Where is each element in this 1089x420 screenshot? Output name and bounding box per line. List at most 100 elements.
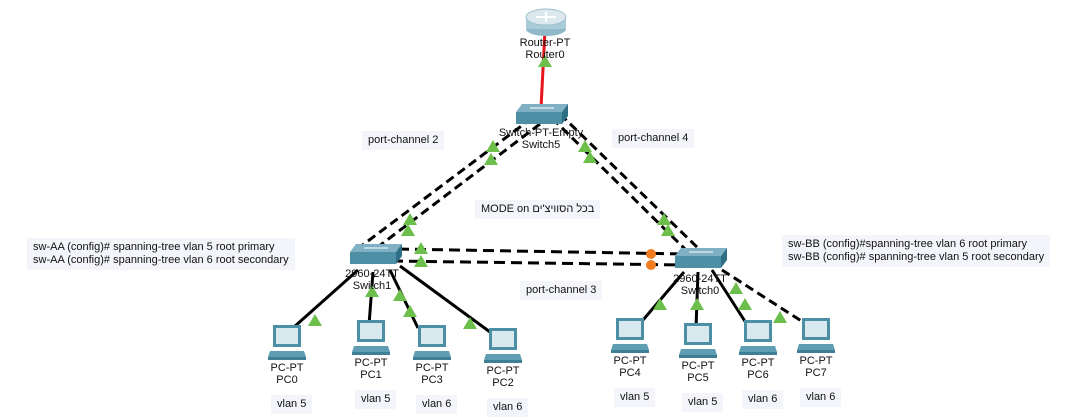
link-blocked-marker bbox=[646, 249, 656, 259]
link-switch0-pc7[interactable] bbox=[721, 268, 807, 326]
pc-icon[interactable] bbox=[797, 318, 837, 359]
pc-icon[interactable] bbox=[679, 323, 719, 364]
link-up-marker bbox=[393, 289, 407, 301]
pc-name: PC7 bbox=[805, 367, 827, 379]
switch0-name: Switch0 bbox=[680, 285, 720, 297]
pc-model: PC-PT bbox=[415, 362, 449, 374]
link-up-marker bbox=[773, 311, 787, 323]
switch1-icon[interactable] bbox=[350, 244, 402, 271]
pc-name: PC1 bbox=[360, 369, 382, 381]
switch1-model: 2960-24TT bbox=[345, 268, 399, 280]
link-switch1-switch0-a[interactable] bbox=[397, 247, 687, 256]
pc-name: PC3 bbox=[421, 374, 443, 386]
router-name: Router0 bbox=[525, 49, 565, 61]
pc-icon[interactable] bbox=[739, 320, 779, 361]
switch0-icon[interactable] bbox=[675, 248, 727, 275]
pc-model: PC-PT bbox=[354, 357, 388, 369]
pc-model: PC-PT bbox=[681, 360, 715, 372]
vlan-label: vlan 5 bbox=[614, 388, 656, 407]
link-up-marker bbox=[578, 140, 592, 152]
note-sw-aa-config: sw-AA (config)# spanning-tree vlan 5 roo… bbox=[27, 238, 295, 270]
link-up-marker bbox=[401, 224, 415, 236]
link-up-marker bbox=[403, 305, 417, 317]
link-up-marker bbox=[403, 213, 417, 225]
link-switch1-pc0[interactable] bbox=[284, 268, 359, 337]
note-mode-on: MODE on בכל הסוויצ'ים bbox=[475, 200, 601, 219]
link-router-switch5[interactable] bbox=[539, 29, 547, 109]
pc-model: PC-PT bbox=[486, 365, 520, 377]
link-switch1-pc1[interactable] bbox=[367, 271, 375, 326]
sw-aa-line-1: sw-AA (config)# spanning-tree vlan 5 roo… bbox=[33, 241, 275, 253]
switch5-model: Switch-PT-Empty bbox=[498, 127, 584, 139]
router-label: Router-PT Router0 bbox=[520, 37, 571, 61]
sw-bb-line-2: sw-BB (config)# spanning-tree vlan 5 roo… bbox=[788, 251, 1045, 263]
vlan-label: vlan 6 bbox=[800, 388, 842, 407]
link-up-marker bbox=[690, 298, 704, 310]
link-switch0-pc4[interactable] bbox=[641, 271, 686, 321]
vlan-label: vlan 5 bbox=[682, 393, 724, 412]
link-switch0-pc6[interactable] bbox=[710, 269, 750, 327]
link-blocked-marker bbox=[646, 260, 656, 270]
pc-icon[interactable] bbox=[413, 325, 453, 366]
link-up-marker bbox=[657, 213, 671, 225]
link-up-marker bbox=[486, 140, 500, 152]
link-up-marker bbox=[463, 317, 477, 329]
pc-name: PC6 bbox=[747, 369, 769, 381]
router-icon[interactable] bbox=[524, 5, 568, 42]
pc-icon[interactable] bbox=[611, 318, 651, 359]
switch5-label: Switch-PT-Empty Switch5 bbox=[499, 127, 583, 151]
pc-icon[interactable] bbox=[268, 325, 308, 366]
link-up-marker bbox=[414, 255, 428, 267]
link-up-marker bbox=[414, 242, 428, 254]
note-port-channel-4: port-channel 4 bbox=[612, 129, 695, 148]
link-switch1-switch0-b[interactable] bbox=[391, 259, 687, 267]
link-switch1-pc2[interactable] bbox=[399, 264, 491, 334]
note-port-channel-3: port-channel 3 bbox=[520, 281, 603, 300]
switch1-name: Switch1 bbox=[352, 280, 392, 292]
switch1-label: 2960-24TT Switch1 bbox=[345, 268, 399, 292]
link-up-marker bbox=[653, 298, 667, 310]
pc-icon[interactable] bbox=[352, 320, 392, 361]
pc-model: PC-PT bbox=[799, 355, 833, 367]
vlan-label: vlan 6 bbox=[416, 395, 458, 414]
link-up-marker bbox=[661, 224, 675, 236]
switch0-label: 2960-24TT Switch0 bbox=[673, 273, 727, 297]
link-up-marker bbox=[583, 151, 597, 163]
link-switch5-switch1-b[interactable] bbox=[365, 122, 541, 258]
pc-model: PC-PT bbox=[270, 362, 304, 374]
sw-bb-line-1: sw-BB (config)#spanning-tree vlan 6 root… bbox=[788, 238, 1028, 250]
link-up-marker bbox=[365, 285, 379, 297]
link-up-marker bbox=[729, 282, 743, 294]
pc-model: PC-PT bbox=[741, 357, 775, 369]
link-up-marker bbox=[538, 55, 552, 67]
link-switch5-switch1-a[interactable] bbox=[355, 116, 533, 252]
pc-name: PC2 bbox=[492, 377, 514, 389]
router-model: Router-PT bbox=[519, 37, 571, 49]
link-up-marker bbox=[738, 298, 752, 310]
switch0-model: 2960-24TT bbox=[673, 273, 727, 285]
vlan-label: vlan 5 bbox=[271, 395, 313, 414]
pc-name: PC5 bbox=[687, 372, 709, 384]
link-switch5-switch0-b[interactable] bbox=[558, 112, 702, 252]
pc-name: PC4 bbox=[619, 367, 641, 379]
link-up-marker bbox=[484, 153, 498, 165]
note-sw-bb-config: sw-BB (config)#spanning-tree vlan 6 root… bbox=[782, 235, 1051, 267]
vlan-label: vlan 6 bbox=[487, 398, 529, 417]
pc-name: PC0 bbox=[276, 374, 298, 386]
pc-model: PC-PT bbox=[613, 355, 647, 367]
switch5-name: Switch5 bbox=[521, 139, 561, 151]
switch5-icon[interactable] bbox=[516, 104, 568, 131]
link-up-marker bbox=[308, 314, 322, 326]
note-port-channel-2: port-channel 2 bbox=[362, 131, 445, 150]
pc-icon[interactable] bbox=[484, 328, 524, 369]
